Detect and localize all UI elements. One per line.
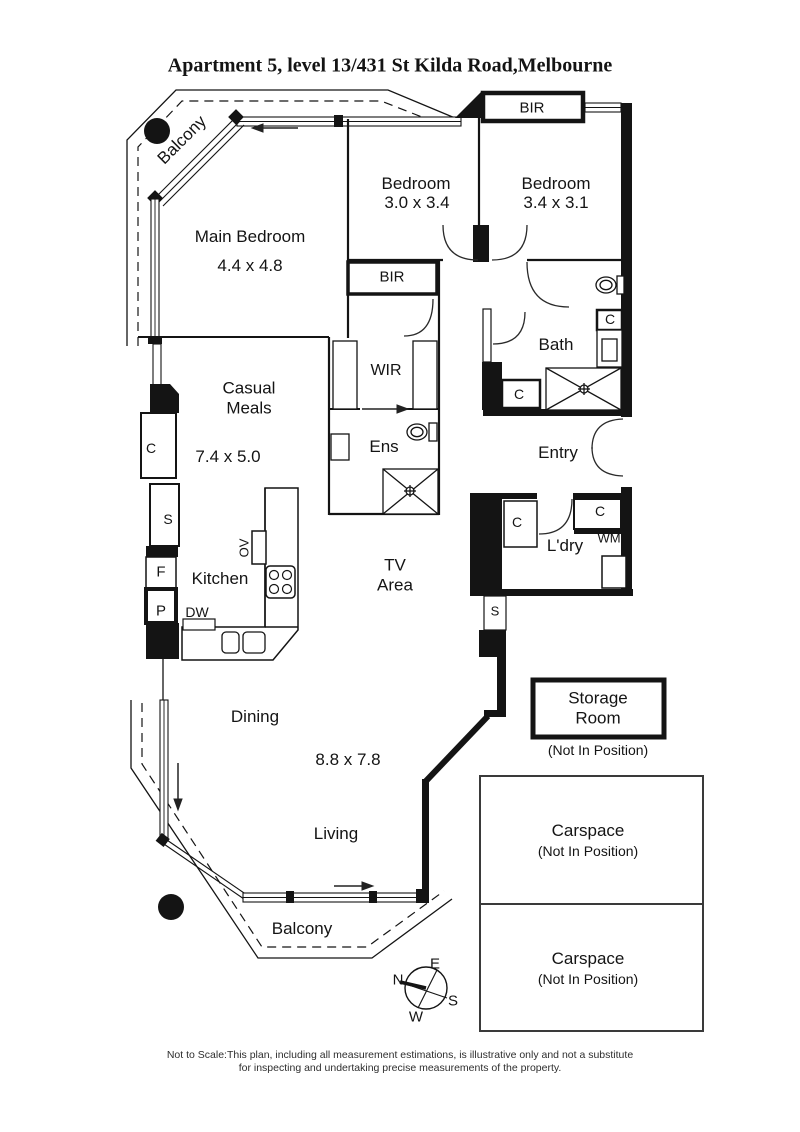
shower-icon [382, 468, 439, 515]
storage-room-box [530, 677, 667, 740]
window-left-living [159, 659, 169, 841]
shelf-label: S [490, 603, 500, 619]
door-bedroom1 [442, 224, 479, 261]
door-bath-hall [526, 261, 570, 308]
storage-boxes [140, 90, 624, 631]
casual-meals-label: Casual Meals [222, 378, 276, 417]
cupboard-label: C [145, 439, 157, 456]
bir-mid-label: BIR [379, 268, 405, 286]
pantry-box [144, 587, 178, 625]
door-entry-top [591, 418, 624, 450]
compass-south-label: S [447, 992, 459, 1010]
cooktop-icon [265, 565, 296, 599]
pantry-label: P [155, 602, 167, 620]
window-bedroom-right [584, 102, 622, 113]
column-icon [144, 118, 170, 144]
main-bedroom-dims: 4.4 x 4.8 [217, 256, 283, 276]
door-laundry [538, 498, 573, 535]
bedroom2-label: Bedroom [521, 174, 591, 194]
door-main-bedroom [403, 298, 434, 337]
laundry-cupboard-label: C [594, 502, 606, 519]
shelf-label: S [163, 510, 173, 527]
laundry-cupboard-box [503, 500, 538, 548]
washing-machine-icon [601, 555, 627, 589]
bath-cupboard-box [500, 378, 542, 410]
bedroom1-dims: 3.0 x 3.4 [384, 193, 450, 213]
toilet-icon [595, 275, 625, 295]
carspace1-note: (Not In Position) [537, 842, 639, 859]
compass-west-label: W [408, 1008, 424, 1026]
fridge-label: F [156, 563, 166, 581]
bir-top-box [480, 90, 586, 124]
shelf-box [483, 595, 507, 631]
shelf-box [149, 483, 180, 547]
interior-walls [138, 118, 621, 516]
laundry-cupboard-box [573, 498, 622, 530]
carspace2-note: (Not In Position) [537, 970, 639, 987]
bir-top-label: BIR [519, 99, 545, 117]
page-title: Apartment 5, level 13/431 St Kilda Road,… [167, 54, 613, 77]
disclaimer-line1: Not to Scale:This plan, including all me… [166, 1048, 634, 1061]
wir-label: WIR [370, 361, 402, 379]
door-entry-bottom [591, 446, 624, 477]
casual-meals-dims: 7.4 x 5.0 [195, 447, 261, 467]
dishwasher-icon [182, 618, 216, 631]
window-left-upper [148, 198, 162, 387]
carspace2-label: Carspace [551, 949, 625, 969]
wardrobe-box [412, 340, 438, 410]
cupboard-box [140, 412, 177, 479]
washing-machine-label: WM [597, 530, 621, 546]
kitchen-label: Kitchen [191, 569, 249, 589]
vanity-icon [596, 329, 623, 368]
door-tv-area [492, 311, 526, 345]
main-bedroom-label: Main Bedroom [194, 227, 306, 247]
carspace1-label: Carspace [551, 821, 625, 841]
bir-mid-box [346, 260, 439, 296]
dining-label: Dining [230, 707, 280, 727]
direction-arrows [173, 123, 410, 891]
tv-area-label: TV Area [377, 555, 413, 594]
storage-room-label: Storage Room [568, 688, 628, 727]
balcony-bottom-label: Balcony [271, 919, 333, 939]
bath-cupboard-label: C [604, 310, 616, 327]
wardrobe-box [332, 340, 358, 410]
shower-icon [545, 367, 622, 411]
entry-label: Entry [538, 443, 578, 463]
basin-icon [330, 433, 350, 461]
living-dims: 8.8 x 7.8 [315, 750, 381, 770]
window-band-bottom [242, 889, 429, 903]
storage-room-note: (Not In Position) [547, 741, 649, 758]
compass-rose [399, 966, 448, 1010]
arrow-left-icon [250, 123, 298, 133]
oven-icon [251, 530, 267, 565]
dishwasher-label: DW [185, 603, 209, 620]
toilet-icon [406, 422, 438, 442]
bath-cupboard-label: C [513, 385, 525, 402]
laundry-cupboard-label: C [511, 513, 523, 530]
arrow-right-icon [362, 404, 410, 414]
living-label: Living [313, 824, 359, 844]
door-bedroom2 [491, 224, 528, 261]
compass-north-label: N [392, 971, 404, 989]
bath-label: Bath [538, 335, 574, 355]
bedroom2-dims: 3.4 x 3.1 [523, 193, 589, 213]
carspace-boxes [479, 775, 704, 1032]
wall-diagonal-living [423, 713, 491, 784]
balcony-bottom-outline [130, 700, 453, 959]
door-arcs [403, 224, 624, 535]
window-diagonal-bottomleft [155, 832, 248, 900]
laundry-label: L'dry [546, 536, 584, 556]
oven-label: OV [236, 538, 252, 558]
ensuite-label: Ens [369, 437, 399, 457]
sink-icon [221, 631, 266, 654]
balcony-top-outline [126, 89, 456, 346]
column-icon [158, 894, 184, 920]
arrow-right-icon [334, 881, 375, 891]
arrow-down-icon [173, 763, 183, 812]
disclaimer-line2: for inspecting and undertaking precise m… [238, 1061, 562, 1074]
bedroom1-label: Bedroom [381, 174, 451, 194]
walls [146, 92, 633, 897]
compass-east-label: E [429, 955, 441, 973]
